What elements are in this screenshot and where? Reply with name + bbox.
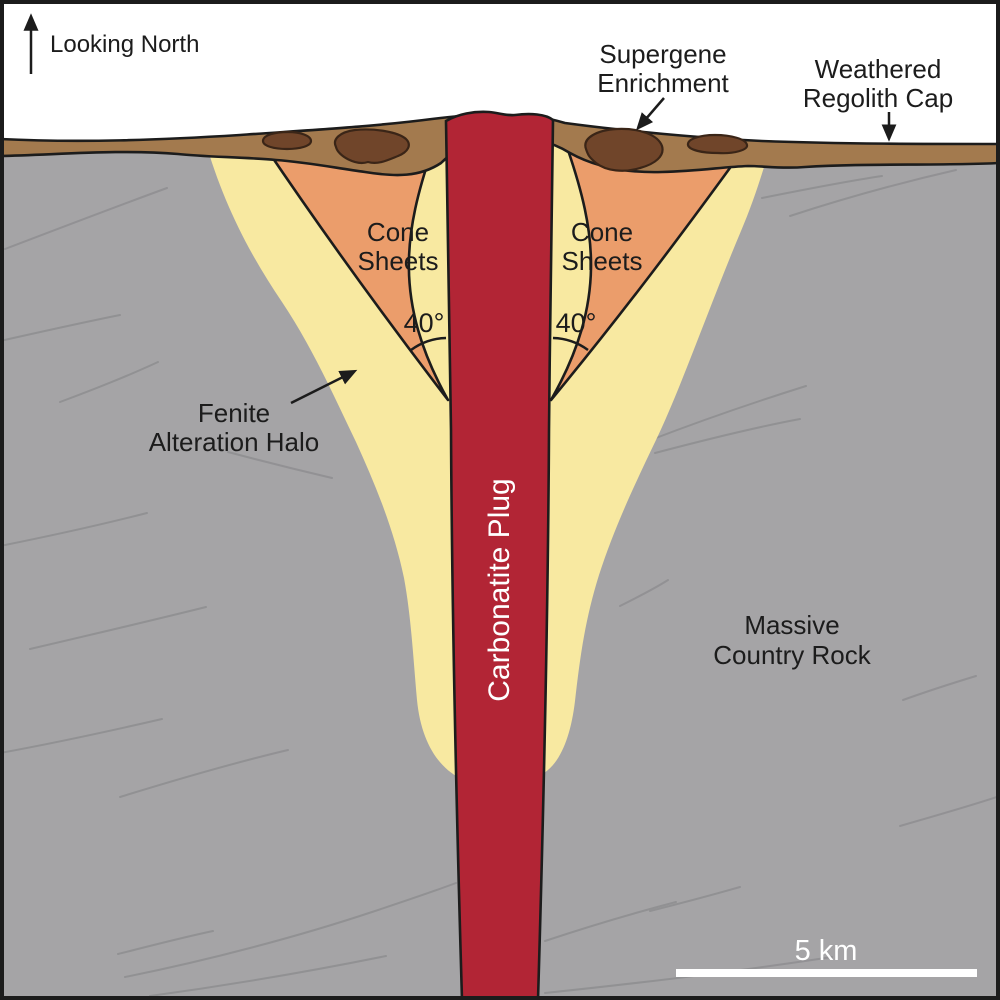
cone-sheet-left-region — [262, 143, 450, 402]
foliation-lines — [0, 169, 1000, 997]
country-rock-label: Massive — [744, 610, 839, 640]
angle-arc-left — [410, 336, 447, 352]
cone-sheet-right-region — [549, 148, 745, 402]
looking-north-label: Looking North — [50, 31, 199, 58]
cone-sheets-left-label: Cone — [367, 217, 429, 247]
supergene-enrichment-label: Enrichment — [597, 68, 729, 98]
supergene-blobs — [261, 127, 749, 172]
supergene-blob — [584, 127, 664, 172]
carbonatite-plug-label: Carbonatite Plug — [483, 478, 516, 701]
foliation-line — [899, 795, 1000, 827]
country-rock-label: Country Rock — [713, 640, 871, 670]
dip-angle-right-label: 40° — [556, 308, 597, 338]
regolith-cap-region — [0, 113, 1000, 177]
foliation-line — [649, 886, 741, 912]
supergene-pointer-arrow-icon — [636, 97, 665, 131]
foliation-line — [29, 606, 207, 650]
angle-arc-right — [552, 336, 589, 352]
carbonatite-plug-region — [444, 110, 555, 1000]
supergene-blob — [333, 128, 410, 164]
foliation-line — [0, 718, 163, 754]
foliation-line — [544, 901, 677, 942]
supergene-blob — [686, 133, 749, 155]
fenite-halo-label: Fenite — [198, 398, 270, 428]
cone-sheets-right-label: Sheets — [562, 246, 643, 276]
foliation-line — [0, 314, 121, 342]
foliation-line — [789, 169, 957, 217]
foliation-line — [124, 882, 457, 978]
supergene-enrichment-label: Supergene — [599, 39, 726, 69]
foliation-line — [0, 512, 148, 547]
fenite-pointer-arrow-icon — [290, 369, 358, 405]
fenite-halo-label: Alteration Halo — [149, 427, 320, 457]
foliation-line — [4, 187, 168, 250]
weathered-regolith-label: Weathered — [815, 54, 942, 84]
foliation-line — [119, 749, 289, 798]
foliation-line — [761, 175, 883, 199]
supergene-blob — [261, 130, 313, 151]
foliation-line — [59, 361, 159, 403]
weathered-regolith-label: Regolith Cap — [803, 83, 953, 113]
foliation-line — [149, 955, 387, 997]
foliation-line — [117, 930, 214, 955]
foliation-line — [654, 418, 801, 454]
cone-sheets-right-label: Cone — [571, 217, 633, 247]
foliation-line — [647, 385, 807, 442]
foliation-line — [619, 579, 669, 607]
foliation-line — [227, 451, 333, 479]
dip-angle-left-label: 40° — [404, 308, 445, 338]
scale-bar — [676, 969, 977, 977]
foliation-line — [902, 675, 977, 701]
cone-sheets-left-label: Sheets — [358, 246, 439, 276]
scale-label: 5 km — [795, 935, 858, 967]
